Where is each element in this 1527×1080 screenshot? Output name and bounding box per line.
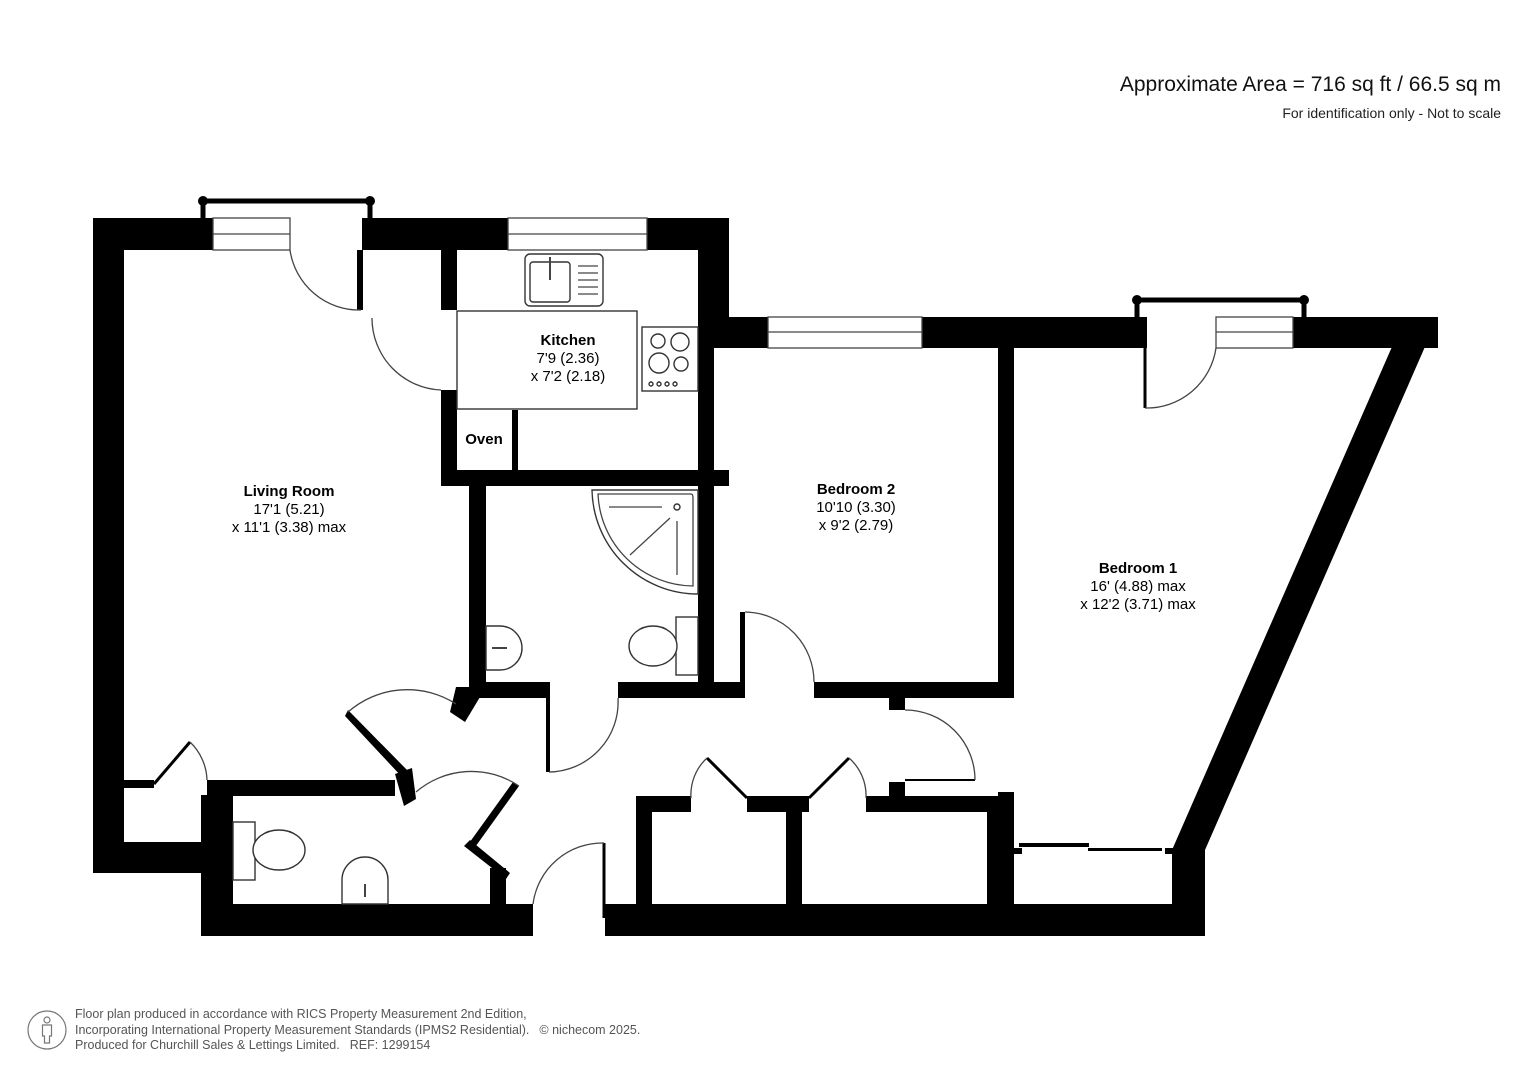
doors (152, 249, 1217, 918)
basin-icon (485, 625, 523, 671)
footer-line-3: Produced for Churchill Sales & Lettings … (75, 1038, 340, 1052)
living-room-dim1: 17'1 (5.21) (253, 501, 324, 518)
windows (212, 217, 1294, 349)
kitchen-counter (456, 310, 638, 410)
reference-number: REF: 1299154 (349, 1038, 431, 1052)
toilet-icon (628, 616, 699, 676)
footer-credits: Floor plan produced in accordance with R… (75, 1007, 640, 1054)
kitchen-sink-icon (524, 253, 604, 307)
wc-toilet-icon (232, 821, 306, 881)
footer-line-2: Incorporating International Property Mea… (75, 1022, 530, 1037)
bedroom-1-label: Bedroom 1 (1099, 560, 1177, 577)
fixtures (232, 253, 699, 905)
bedroom-2-dim1: 10'10 (3.30) (816, 499, 896, 516)
living-room-dim2: x 11'1 (3.38) max (232, 519, 347, 536)
bedroom-2-dim2: x 9'2 (2.79) (819, 517, 894, 534)
room-labels: Living Room 17'1 (5.21) x 11'1 (3.38) ma… (232, 332, 1196, 613)
kitchen-dim1: 7'9 (2.36) (537, 350, 600, 367)
kitchen-label: Kitchen (540, 332, 595, 349)
scale-disclaimer: For identification only - Not to scale (1282, 105, 1501, 121)
balcony-rails (198, 196, 1309, 317)
footer-line-1: Floor plan produced in accordance with R… (75, 1007, 527, 1021)
bedroom-2-label: Bedroom 2 (817, 481, 895, 498)
kitchen-dim2: x 7'2 (2.18) (531, 368, 606, 385)
copyright: © nichecom 2025. (539, 1022, 641, 1037)
person-icon (27, 1010, 67, 1050)
bedroom-1-dim2: x 12'2 (3.71) max (1080, 596, 1196, 613)
oven-label: Oven (465, 431, 503, 448)
interior-walls (124, 250, 1014, 912)
hob-icon (641, 326, 699, 392)
approximate-area: Approximate Area = 716 sq ft / 66.5 sq m (1119, 73, 1501, 96)
bedroom-1-dim1: 16' (4.88) max (1090, 578, 1186, 595)
shower-icon (591, 489, 699, 595)
living-room-label: Living Room (244, 483, 335, 500)
walls (93, 218, 1438, 936)
wc-basin-icon (341, 856, 389, 905)
